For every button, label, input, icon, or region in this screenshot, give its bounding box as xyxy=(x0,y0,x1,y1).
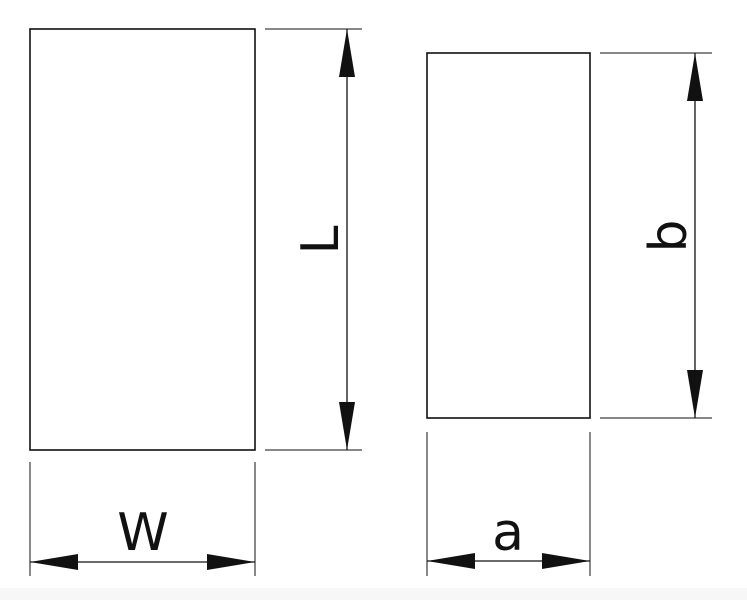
arrowhead-a-left xyxy=(427,553,475,569)
rectangle-w-by-l xyxy=(29,28,256,451)
arrowhead-b-top xyxy=(687,53,703,101)
label-b: b xyxy=(639,219,699,252)
arrowhead-l-bottom xyxy=(339,402,355,450)
label-a: a xyxy=(492,503,524,563)
label-l: L xyxy=(291,225,351,254)
rectangle-a-by-b xyxy=(426,52,591,419)
bottom-strip xyxy=(0,588,747,600)
arrowhead-a-right xyxy=(542,553,590,569)
arrowhead-b-bottom xyxy=(687,370,703,418)
arrowhead-w-left xyxy=(30,554,78,570)
label-w: W xyxy=(117,503,168,563)
arrowhead-w-right xyxy=(207,554,255,570)
arrowhead-l-top xyxy=(339,29,355,77)
